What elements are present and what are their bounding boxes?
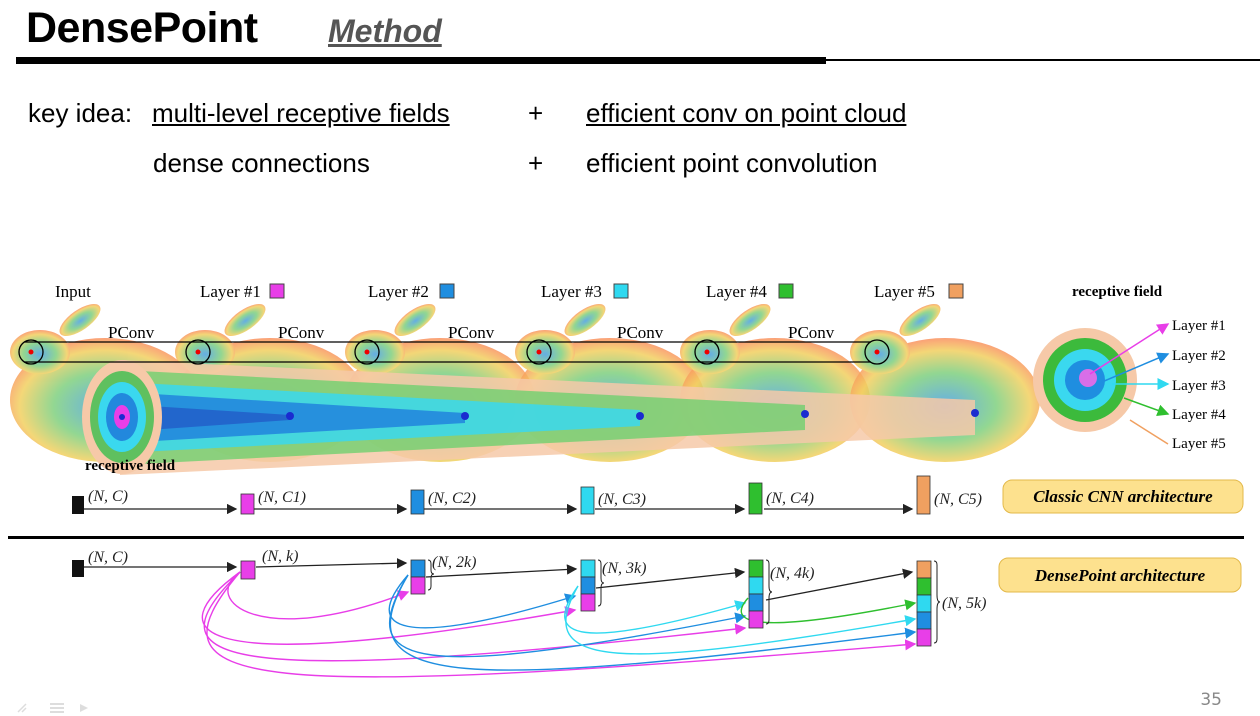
stage-label-layer3: Layer #3 bbox=[541, 282, 602, 301]
layer1-swatch bbox=[269, 283, 285, 299]
stage-label-layer1: Layer #1 bbox=[200, 282, 261, 301]
layer5-swatch bbox=[948, 283, 964, 299]
pconv-label-2: PConv bbox=[278, 323, 325, 342]
dense-shape-5: (N, 5k) bbox=[942, 595, 986, 612]
dense-block-layer1 bbox=[240, 560, 256, 580]
dense-title-box bbox=[998, 557, 1242, 593]
classic-block-layer3 bbox=[580, 486, 595, 515]
dense-block-input bbox=[72, 560, 84, 577]
classic-shape-3: (N, C3) bbox=[598, 491, 646, 508]
pconv-label-4: PConv bbox=[617, 323, 664, 342]
classic-cnn-row: (N, C) (N, C1) (N, C2) (N, C3) (N, C4) (… bbox=[72, 475, 1244, 515]
slide-nav-icons[interactable] bbox=[16, 700, 106, 714]
menu-icon bbox=[50, 703, 64, 705]
classic-shape-2: (N, C2) bbox=[428, 490, 476, 507]
title-rule-thin bbox=[826, 59, 1260, 61]
stage-label-layer4: Layer #4 bbox=[706, 282, 767, 301]
dense-block-layer4 bbox=[748, 559, 764, 629]
dense-shape-4: (N, 4k) bbox=[770, 565, 814, 582]
dense-shape-2: (N, 2k) bbox=[432, 554, 476, 571]
page-number: 35 bbox=[1200, 690, 1222, 710]
legend-item-3: Layer #3 bbox=[1172, 378, 1226, 394]
classic-shape-1: (N, C1) bbox=[258, 489, 306, 506]
legend-title: receptive field bbox=[1072, 284, 1163, 300]
classic-shape-0: (N, C) bbox=[88, 488, 128, 505]
legend-item-4: Layer #4 bbox=[1172, 407, 1226, 423]
layer2-swatch bbox=[439, 283, 455, 299]
key-idea-row1-right: efficient conv on point cloud bbox=[586, 98, 907, 128]
classic-block-layer4 bbox=[748, 482, 763, 515]
classic-block-layer5 bbox=[916, 475, 931, 515]
dense-shape-0: (N, C) bbox=[88, 549, 128, 566]
dense-shape-1: (N, k) bbox=[262, 548, 298, 565]
dense-block-layer2 bbox=[410, 559, 426, 595]
densepoint-row: (N, C) (N, k) (N, 2k) (N, 3k) (N, 4k) (N… bbox=[72, 548, 1242, 678]
layer4-swatch bbox=[778, 283, 794, 299]
legend-item-5: Layer #5 bbox=[1172, 436, 1226, 452]
stage-label-layer5: Layer #5 bbox=[874, 282, 935, 301]
pconv-chain bbox=[18, 339, 890, 365]
layer3-swatch bbox=[613, 283, 629, 299]
dense-title: DensePoint architecture bbox=[1034, 566, 1206, 585]
classic-title: Classic CNN architecture bbox=[1033, 487, 1213, 506]
legend-item-2: Layer #2 bbox=[1172, 348, 1226, 364]
receptive-field-legend: receptive field Layer #1 Layer #2 Layer … bbox=[1033, 284, 1226, 452]
classic-shape-4: (N, C4) bbox=[766, 490, 814, 507]
dense-block-layer3 bbox=[580, 559, 596, 612]
key-idea-row1-plus: + bbox=[528, 98, 544, 128]
pconv-label-3: PConv bbox=[448, 323, 495, 342]
next-icon bbox=[80, 704, 88, 712]
classic-block-input bbox=[72, 496, 84, 514]
slide-title: DensePoint bbox=[26, 4, 258, 52]
classic-shape-5: (N, C5) bbox=[934, 491, 982, 508]
pconv-label-1: PConv bbox=[108, 323, 155, 342]
classic-block-layer2 bbox=[410, 489, 425, 515]
stage-label-input: Input bbox=[55, 282, 91, 301]
key-idea-row2-plus: + bbox=[528, 148, 544, 178]
classic-block-layer1 bbox=[240, 493, 255, 515]
slide-subtitle: Method bbox=[328, 13, 442, 49]
architecture-separator bbox=[8, 536, 1244, 539]
dense-shape-3: (N, 3k) bbox=[602, 560, 646, 577]
pen-icon bbox=[17, 703, 27, 713]
key-idea-row2-right: efficient point convolution bbox=[586, 148, 878, 178]
dense-block-layer5 bbox=[916, 560, 932, 647]
title-rule bbox=[16, 57, 826, 64]
pconv-label-5: PConv bbox=[788, 323, 835, 342]
densepoint-figure: Input Layer #1 Layer #2 Layer #3 Layer #… bbox=[8, 282, 1244, 678]
key-idea-label: key idea: bbox=[28, 98, 133, 128]
legend-item-1: Layer #1 bbox=[1172, 318, 1226, 334]
stage-label-layer2: Layer #2 bbox=[368, 282, 429, 301]
key-idea-row2-left: dense connections bbox=[153, 148, 370, 178]
key-idea-row1-left: multi-level receptive fields bbox=[152, 98, 450, 128]
classic-title-box bbox=[1002, 479, 1244, 514]
receptive-field-cone bbox=[82, 360, 979, 475]
receptive-field-label: receptive field bbox=[85, 458, 176, 474]
